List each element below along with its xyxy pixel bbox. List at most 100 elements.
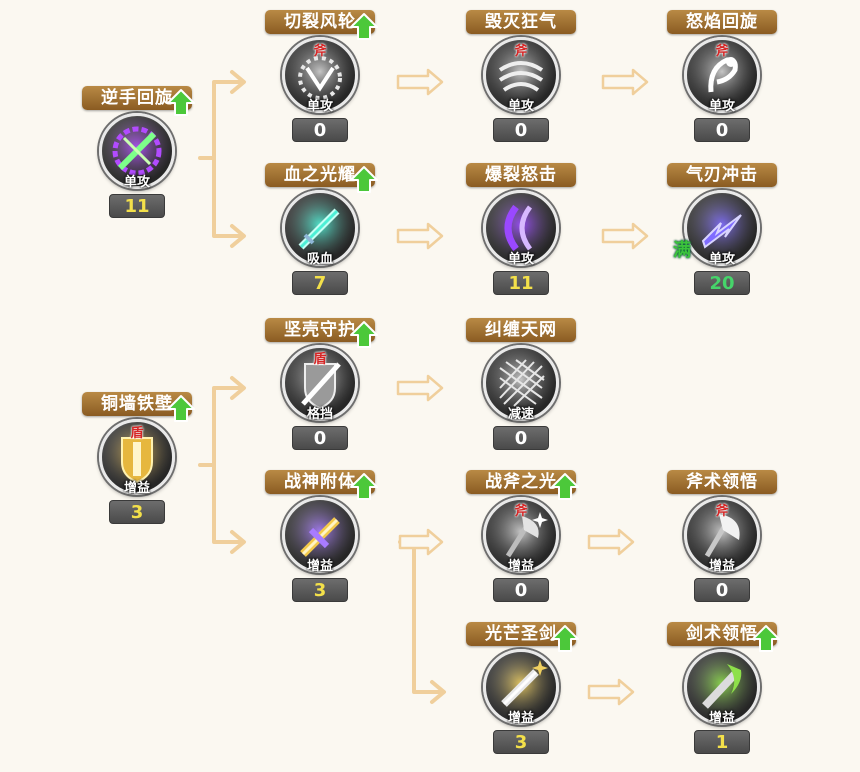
upgrade-arrow-icon[interactable] [349, 12, 379, 42]
holy-cross-sword-icon [286, 501, 354, 569]
upgrade-arrow-icon[interactable] [349, 320, 379, 350]
skill-icon-button[interactable] [684, 37, 760, 113]
skill-icon-button[interactable] [282, 190, 358, 266]
skill-type-label: 减速 [507, 407, 534, 422]
skill-type-label: 增益 [507, 559, 534, 574]
skill-title: 爆裂怒击 [466, 163, 576, 187]
skill-icon-button[interactable] [684, 649, 760, 725]
skill-title: 毁灭狂气 [466, 10, 576, 34]
skill-type-label: 增益 [708, 711, 735, 726]
axe-mastery-icon [688, 501, 756, 569]
skill-level: 3 [292, 578, 348, 602]
skill-node-s14[interactable]: 光芒圣剑 增益 3 [466, 622, 596, 772]
weapon-badge: 斧 [715, 504, 729, 519]
whirlwind-icon [487, 41, 555, 109]
skill-icon-button[interactable] [282, 37, 358, 113]
skill-type-label: 格挡 [306, 407, 333, 422]
skill-title: 怒焰回旋 [667, 10, 777, 34]
skill-level: 0 [292, 426, 348, 450]
weapon-badge: 斧 [514, 44, 528, 59]
radiant-sword-icon [487, 653, 555, 721]
skill-node-s11[interactable]: 战神附体 增益 3 [265, 470, 395, 620]
skill-level: 0 [694, 118, 750, 142]
skill-title: 光芒圣剑 [466, 622, 576, 646]
skill-title: 纠缠天网 [466, 318, 576, 342]
skill-icon-button[interactable] [483, 497, 559, 573]
purple-slash-icon [487, 194, 555, 262]
skill-type-label: 单攻 [123, 175, 150, 190]
skill-icon-button[interactable] [99, 113, 175, 189]
skill-type-label: 单攻 [507, 99, 534, 114]
skill-level: 20 [694, 271, 750, 295]
skill-node-s5[interactable]: 血之光耀 吸血 7 [265, 163, 395, 313]
weapon-badge: 斧 [715, 44, 729, 59]
skill-type-label: 单攻 [306, 99, 333, 114]
skill-type-label: 单攻 [708, 99, 735, 114]
upgrade-arrow-icon[interactable] [349, 472, 379, 502]
skill-icon-button[interactable] [483, 345, 559, 421]
skill-node-s1[interactable]: 逆手回旋 单攻 11 [82, 86, 212, 236]
leaping-warrior-icon [688, 41, 756, 109]
skill-icon-button[interactable] [483, 190, 559, 266]
max-level-label: 满 [673, 240, 691, 261]
skill-node-s10[interactable]: 纠缠天网 减速 0 [466, 318, 596, 468]
skill-icon-button[interactable] [99, 419, 175, 495]
skill-level: 3 [493, 730, 549, 754]
skill-title: 战斧之光 [466, 470, 576, 494]
net-icon [487, 349, 555, 417]
skill-title: 气刃冲击 [667, 163, 777, 187]
skill-level: 11 [109, 194, 165, 218]
skill-node-s12[interactable]: 战斧之光 增益 0 斧 [466, 470, 596, 620]
skill-type-label: 单攻 [507, 252, 534, 267]
spinning-claw-icon [286, 41, 354, 109]
skill-node-s13[interactable]: 斧术领悟 增益 0 斧 [667, 470, 797, 620]
skill-title: 逆手回旋 [82, 86, 192, 110]
skill-icon-button[interactable] [684, 497, 760, 573]
weapon-badge: 盾 [313, 352, 327, 367]
upgrade-arrow-icon[interactable] [550, 472, 580, 502]
slashed-shield-icon [286, 349, 354, 417]
skill-level: 3 [109, 500, 165, 524]
skill-node-s15[interactable]: 剑术领悟 增益 1 [667, 622, 797, 772]
skill-icon-button[interactable] [282, 345, 358, 421]
skill-level: 0 [694, 578, 750, 602]
skill-type-label: 增益 [507, 711, 534, 726]
skill-type-label: 增益 [708, 559, 735, 574]
skill-type-label: 吸血 [306, 252, 333, 267]
weapon-badge: 盾 [130, 426, 144, 441]
weapon-badge: 斧 [313, 44, 327, 59]
skill-title: 剑术领悟 [667, 622, 777, 646]
skill-level: 0 [292, 118, 348, 142]
upgrade-arrow-icon[interactable] [751, 624, 781, 654]
skill-icon-button[interactable] [483, 649, 559, 725]
skill-icon-button[interactable] [483, 37, 559, 113]
upgrade-arrow-icon[interactable] [550, 624, 580, 654]
skill-title: 斧术领悟 [667, 470, 777, 494]
upgrade-arrow-icon[interactable] [166, 88, 196, 118]
skill-type-label: 单攻 [708, 252, 735, 267]
lightning-blade-icon [688, 194, 756, 262]
skill-node-s4[interactable]: 怒焰回旋 单攻 0 斧 [667, 10, 797, 160]
vortex-blade-icon [103, 117, 171, 185]
glowing-sword-icon [286, 194, 354, 262]
skill-level: 1 [694, 730, 750, 754]
skill-level: 7 [292, 271, 348, 295]
skill-level: 0 [493, 426, 549, 450]
upgrade-arrow-icon[interactable] [349, 165, 379, 195]
shining-axe-icon [487, 501, 555, 569]
sword-mastery-icon [688, 653, 756, 721]
upgrade-arrow-icon[interactable] [166, 394, 196, 424]
weapon-badge: 斧 [514, 504, 528, 519]
golden-shield-icon [103, 423, 171, 491]
skill-level: 0 [493, 578, 549, 602]
skill-icon-button[interactable] [684, 190, 760, 266]
skill-node-s6[interactable]: 爆裂怒击 单攻 11 [466, 163, 596, 313]
skill-icon-button[interactable] [282, 497, 358, 573]
